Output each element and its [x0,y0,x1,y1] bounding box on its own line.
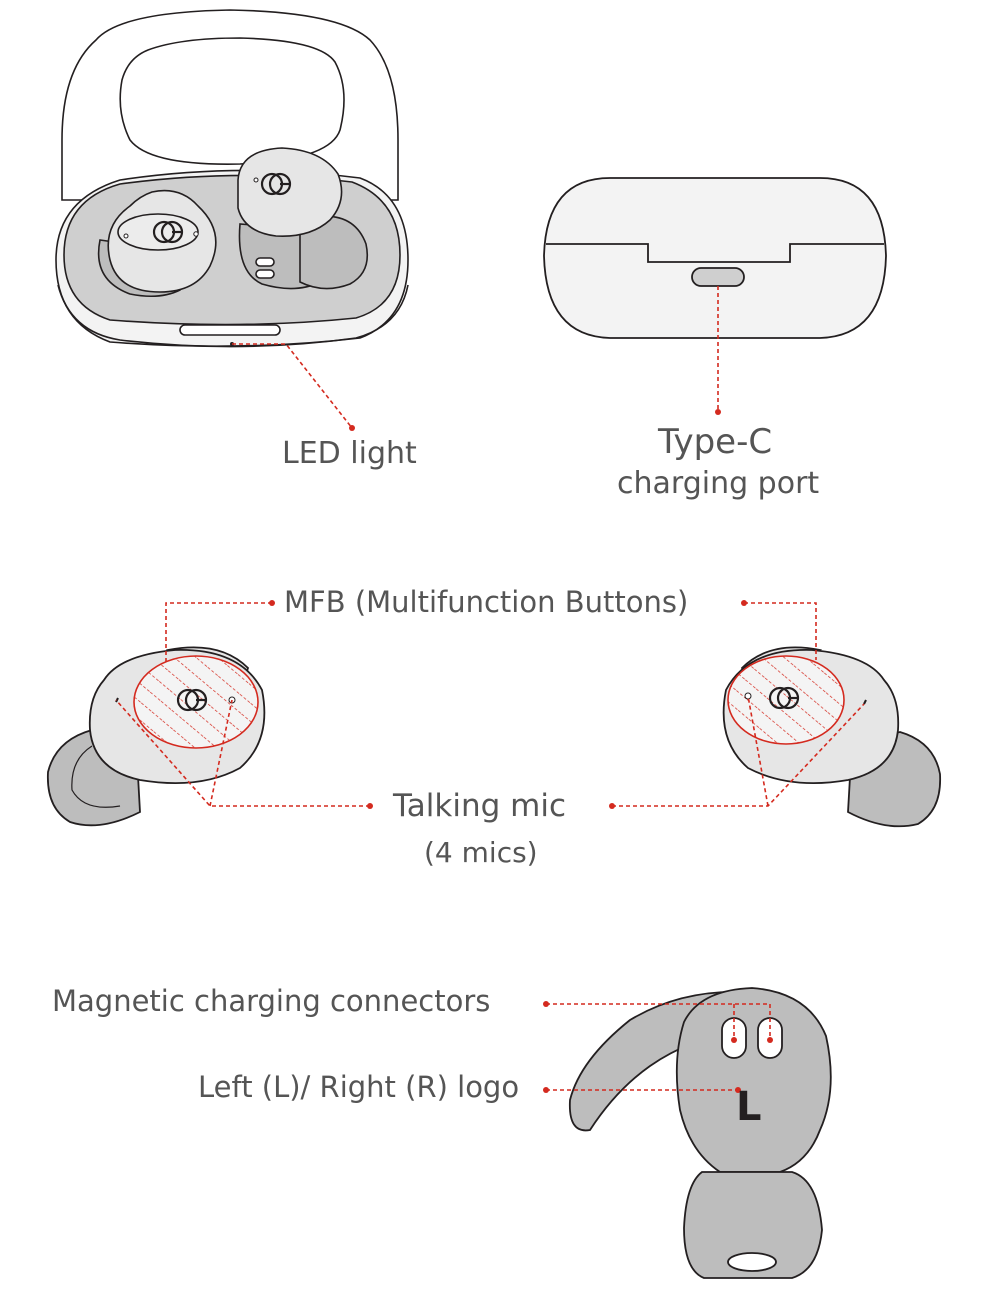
lid-inner-panel [119,37,345,165]
type-c-port [691,267,745,287]
ear-tip-nozzle [727,1252,777,1272]
ear-letter-l: L [736,1084,762,1130]
case-seam [546,243,884,263]
open-charging-case [55,9,409,348]
closed-charging-case [543,177,887,339]
ear-tip [683,1171,823,1279]
label-mfb: MFB (Multifunction Buttons) [284,585,689,619]
label-mic-count: (4 mics) [424,836,538,869]
leader-mfb-right [744,602,817,660]
label-talking-mic: Talking mic [393,788,567,824]
leader-dots [269,409,773,1093]
closed-case-shell [543,177,887,339]
label-charging-port: charging port [617,466,820,501]
case-base-rim [57,284,409,348]
leader-led [232,343,353,429]
earbud-right-view [722,646,941,828]
leader-mic-left [115,699,370,807]
leader-mfb-left [165,602,272,664]
label-type-c: Type-C [658,422,773,462]
label-lr-logo: Left (L)/ Right (R) logo [198,1070,520,1104]
leader-lines [115,286,865,1091]
earbud-side-view [568,987,832,1279]
case-front-tab [179,324,281,336]
earbud-left-view [47,646,266,827]
case-earbud-left [97,189,217,298]
label-magnetic-connectors: Magnetic charging connectors [52,984,491,1018]
earbud-body [675,987,832,1173]
case-earbud-right [237,147,369,290]
leader-magnetic [546,1003,771,1040]
label-led-light: LED light [282,436,417,471]
